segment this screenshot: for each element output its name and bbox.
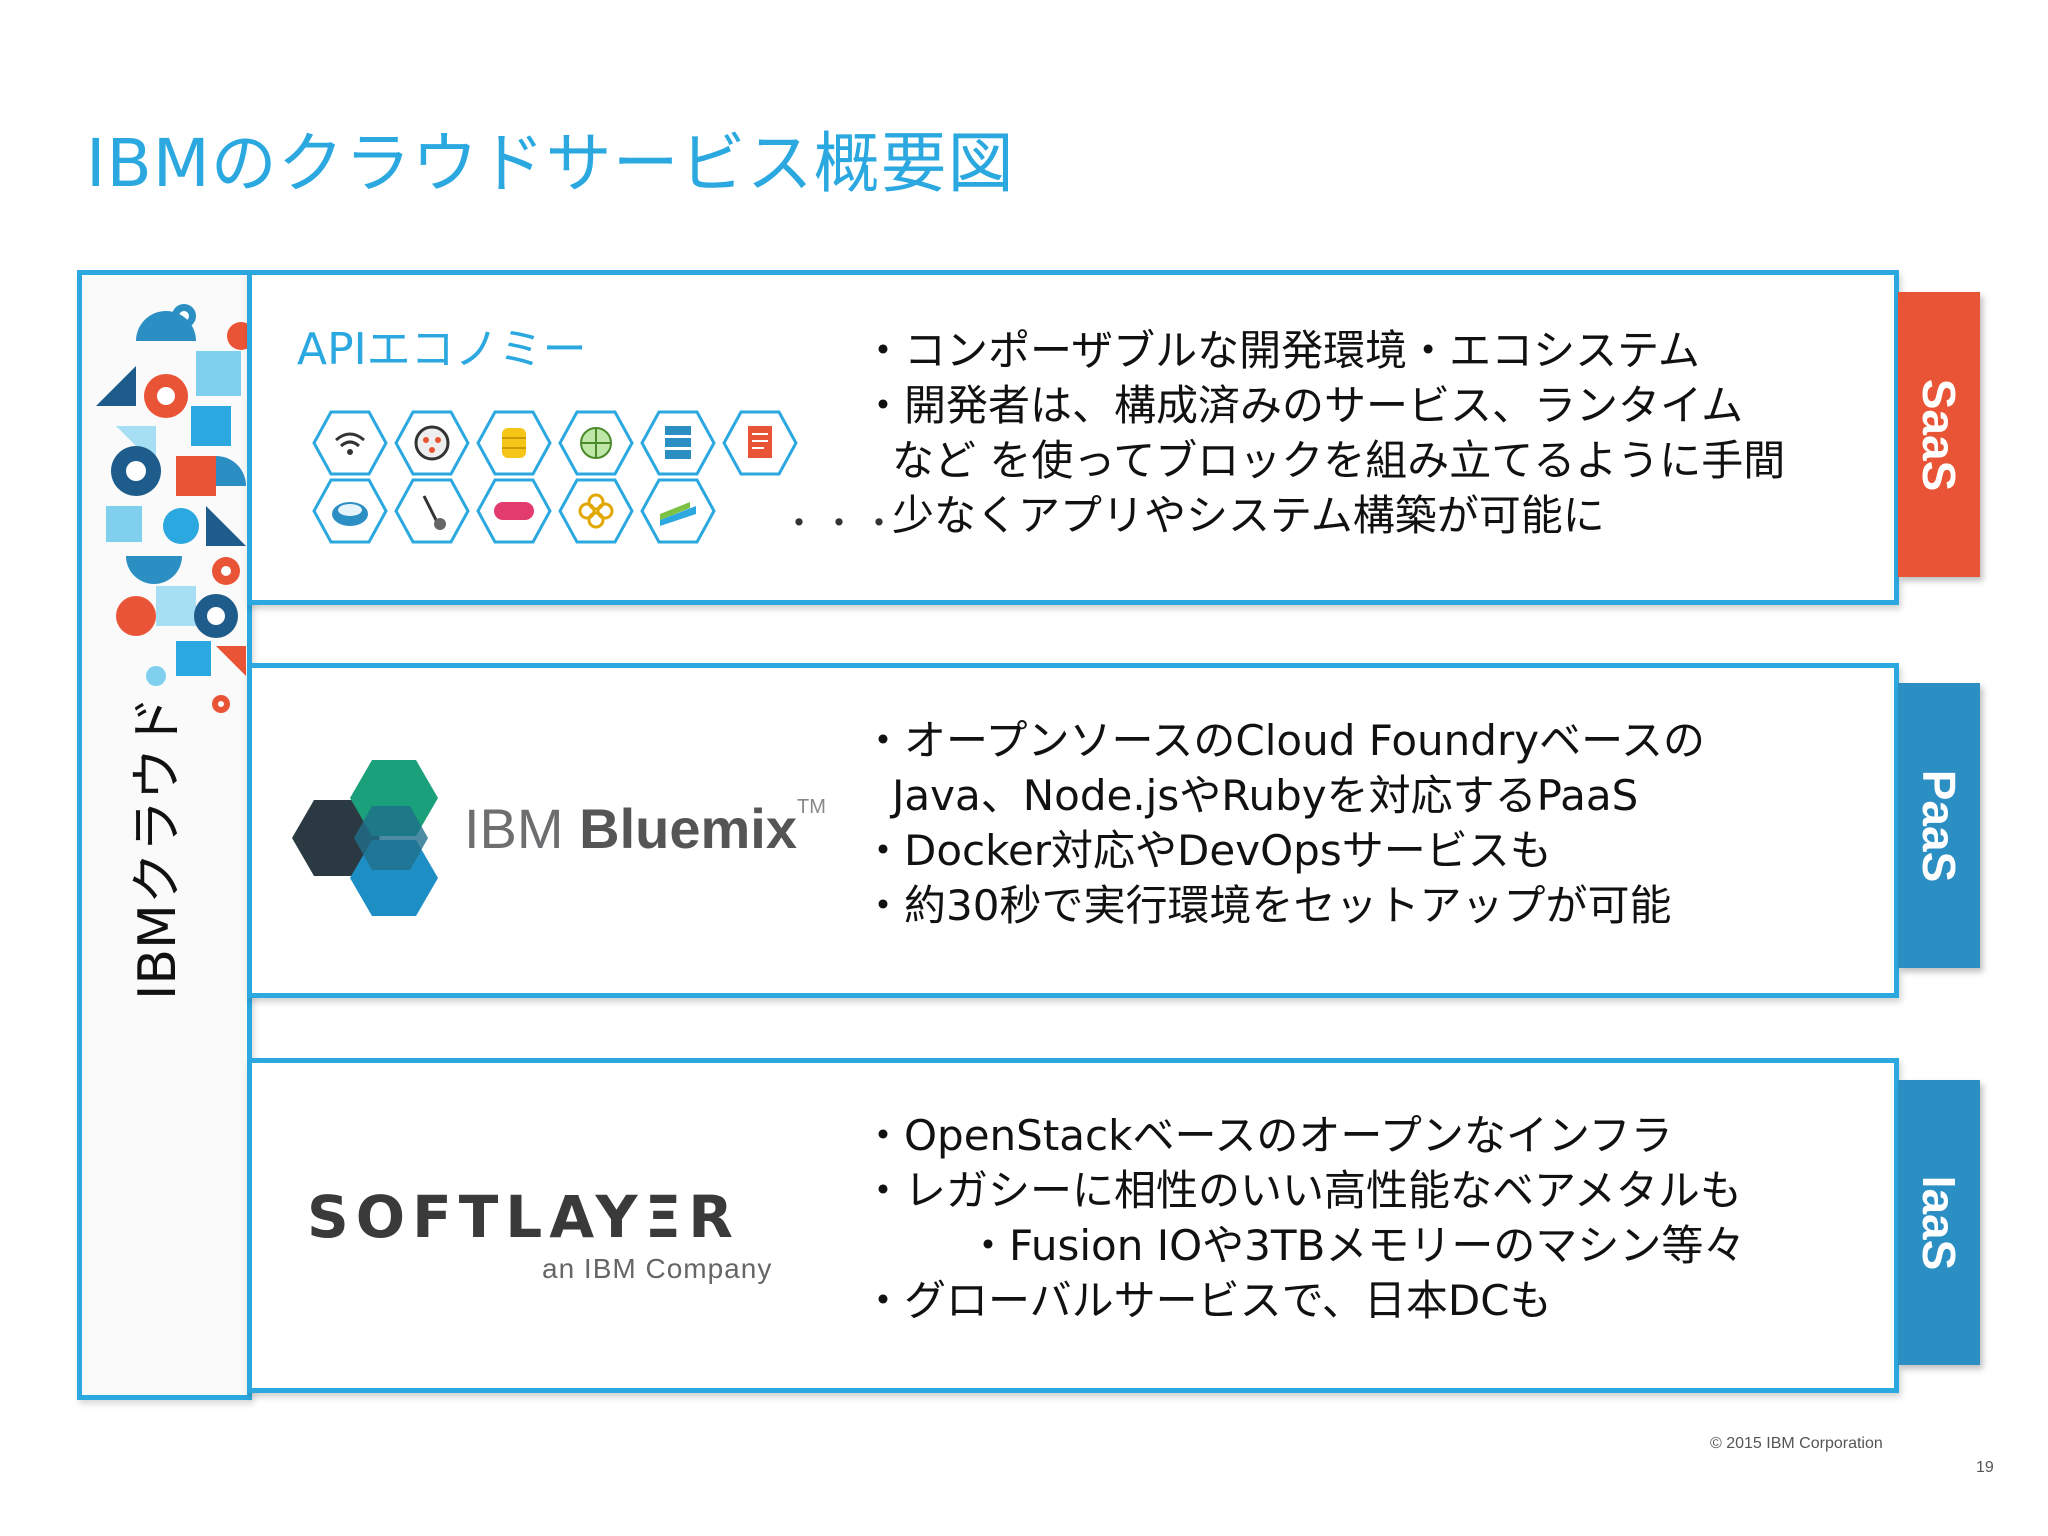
api-economy-heading: APIエコノミー	[297, 324, 587, 375]
api-icon-grid: ・・・	[312, 410, 896, 560]
flower-icon	[558, 478, 634, 544]
cloud-icon	[312, 478, 388, 544]
bluemix-ibm-text: IBM	[464, 797, 580, 860]
dots-icon	[394, 410, 470, 476]
bullet-item: ・開発者は、構成済みのサービス、ランタイム	[862, 381, 1744, 430]
softlayer-tagline: an IBM Company	[542, 1253, 773, 1284]
paas-bullets: ・オープンソースのCloud Foundryベースの Java、Node.jsや…	[862, 713, 1705, 933]
bluemix-bold-text: Bluemix	[579, 797, 797, 860]
copyright-notice: © 2015 IBM Corporation	[1710, 1435, 1883, 1452]
globe-icon	[558, 410, 634, 476]
saas-tab: SaaS	[1898, 292, 1980, 577]
bullet-item: ・レガシーに相性のいい高性能なベアメタルも	[862, 1166, 1742, 1215]
trademark-mark: TM	[796, 796, 826, 818]
bullet-item: Java、Node.jsやRubyを対応するPaaS	[892, 771, 1639, 820]
saas-tab-label: SaaS	[1913, 378, 1965, 491]
saas-panel: APIエコノミー	[247, 270, 1899, 605]
document-icon	[722, 410, 798, 476]
bullet-item: ・Docker対応やDevOpsサービスも	[862, 826, 1552, 875]
saas-bullets: ・コンポーザブルな開発環境・エコシステム ・開発者は、構成済みのサービス、ランタ…	[862, 323, 1785, 543]
bullet-item: ・約30秒で実行環境をセットアップが可能	[862, 881, 1672, 930]
bullet-item: 少なくアプリやシステム構築が可能に	[892, 491, 1605, 540]
bullet-item: ・コンポーザブルな開発環境・エコシステム	[862, 326, 1700, 375]
paas-tab-label: PaaS	[1913, 769, 1965, 882]
iaas-bullets: ・OpenStackベースのオープンなインフラ ・レガシーに相性のいい高性能なベ…	[862, 1108, 1745, 1328]
database-icon	[476, 410, 552, 476]
paas-tab: PaaS	[1898, 683, 1980, 968]
bullet-item: ・オープンソースのCloud Foundryベースの	[862, 716, 1705, 765]
pill-icon	[476, 478, 552, 544]
plug-icon	[394, 478, 470, 544]
iaas-panel: SOFTLAYΞR an IBM Company ・OpenStackベースのオ…	[247, 1058, 1899, 1393]
server-icon	[640, 410, 716, 476]
slide-title: IBMのクラウドサービス概要図	[86, 125, 1015, 202]
iaas-tab: IaaS	[1898, 1080, 1980, 1365]
pitney-bowes-icon	[640, 478, 716, 544]
bullet-item: ・OpenStackベースのオープンなインフラ	[862, 1111, 1673, 1160]
ibm-pattern-decoration	[96, 304, 248, 713]
wifi-icon	[312, 410, 388, 476]
bullet-item: ・グローバルサービスで、日本DCも	[862, 1276, 1552, 1325]
iaas-tab-label: IaaS	[1913, 1175, 1965, 1270]
paas-panel: IBM BluemixTM ・オープンソースのCloud Foundryベースの…	[247, 663, 1899, 998]
bluemix-hexagon-logo	[292, 760, 438, 916]
softlayer-logo: SOFTLAYΞR	[307, 1183, 740, 1251]
bullet-item: ・Fusion IOや3TBメモリーのマシン等々	[967, 1221, 1746, 1270]
page-number: 19	[1976, 1459, 1994, 1476]
bullet-item: など を使ってブロックを組み立てるように手間	[892, 436, 1786, 485]
bluemix-wordmark: IBM BluemixTM	[464, 796, 826, 861]
ibm-cloud-vertical-label: IBMクラウド	[128, 696, 188, 1000]
more-apis-ellipsis: ・・・	[782, 504, 902, 544]
